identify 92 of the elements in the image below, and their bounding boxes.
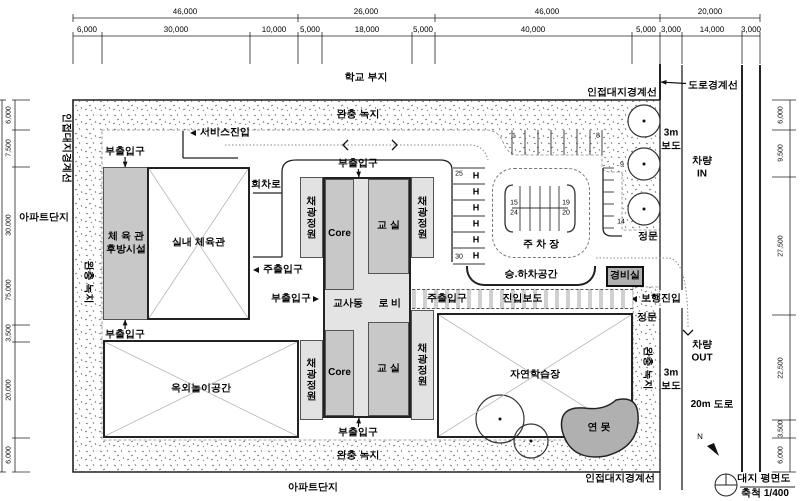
room-label: Core (328, 228, 351, 241)
site-label: 3m 보도 (660, 368, 682, 392)
school-building (323, 177, 411, 418)
site-label: 아파트단지 (19, 213, 69, 223)
accessible-stall-mark: H (472, 220, 480, 228)
room-label: 승.하차공간 (504, 268, 558, 282)
site-label: 정문 (638, 232, 658, 242)
site-label: 3m 보도 (660, 128, 682, 152)
dimension-value: 5,000 (300, 26, 320, 34)
site-label: 보행진입 (641, 294, 681, 304)
dimension-value: 5,000 (412, 26, 434, 34)
dimension-value: 46,000 (172, 8, 198, 16)
accessible-stall-mark: H (472, 188, 480, 196)
dimension-value: 40,000 (520, 26, 546, 34)
dimension-value: 18,000 (354, 26, 380, 34)
site-label: 아파트단지 (288, 483, 338, 493)
entrance-label: 부출입구 (105, 146, 145, 157)
room-label: 채광정원 (306, 358, 316, 402)
room-label: 교 실 (377, 220, 400, 233)
site-label: 차량 IN (692, 156, 712, 180)
arrow (356, 417, 361, 428)
site-label: 완충 녹지 (336, 451, 380, 461)
accessible-stall-mark: H (472, 236, 480, 244)
support-facility-box (103, 167, 149, 320)
arrow (356, 168, 361, 178)
light-court-box (411, 177, 434, 258)
boundary-note: 도로경계선 (686, 77, 740, 93)
dimension-value: 6,000 (76, 26, 98, 34)
site-label: 완충 녹지 (336, 110, 380, 120)
arrow (122, 157, 128, 168)
site-label: 학교 부지 (344, 73, 388, 83)
core-box (325, 330, 354, 416)
dimension-value: 46,000 (534, 8, 560, 16)
room-label: 주 차 장 (523, 238, 559, 251)
classroom-box (368, 179, 409, 274)
room-label: 자연학습장 (510, 369, 560, 382)
room-label: 교 실 (377, 362, 400, 376)
dimension-value: 20,000 (698, 8, 722, 16)
room-label: 교사동 (332, 298, 363, 310)
parking-area (492, 168, 590, 258)
site-label: 인접대지경계선 (585, 474, 655, 484)
site-label: 부출입구 (271, 294, 311, 304)
room-label: 실내 체육관 (172, 237, 225, 250)
room-label: 체 육 관 후방시설 (105, 231, 147, 256)
site-label: 정문 (637, 313, 657, 323)
walkway-label: 진입보도 (502, 292, 542, 306)
site-label: 20m 도로 (690, 400, 734, 410)
play-area-box (103, 340, 299, 438)
entrance-label: 부출입구 (338, 158, 378, 169)
dimension-value: 30,000 (164, 26, 188, 34)
dimension-value: 14,000 (700, 26, 724, 34)
site-label: 회차로 (251, 180, 281, 190)
dimension-value: 5,000 (636, 26, 656, 34)
gymnasium-box (147, 167, 250, 320)
site-label: 주출입구 (427, 294, 467, 304)
arrow (660, 80, 686, 85)
dimension-value: 26,000 (354, 8, 378, 16)
classroom-box (368, 322, 409, 416)
site-label: 차량 OUT (692, 340, 712, 364)
guardhouse-box (606, 266, 644, 287)
entry-walkway (412, 289, 633, 309)
entrance-label: 부출입구 (338, 427, 378, 438)
site-label: 인접대지경계선 (61, 113, 71, 183)
light-court-box (411, 310, 434, 420)
arrow (122, 319, 128, 329)
site-label: 완충 녹지 (642, 346, 652, 390)
accessible-stall-mark: H (472, 204, 480, 212)
drawing-title: 대지 평면도 (738, 474, 790, 484)
room-label: 연 못 (588, 422, 610, 434)
core-box (325, 179, 354, 290)
site-label: 축척 1/400 (741, 489, 789, 499)
room-label: 경비실 (610, 270, 640, 283)
site-label: 인접대지경계선 (587, 88, 657, 98)
accessible-stall-mark: H (472, 252, 480, 260)
site-label: 서비스진입 (200, 128, 250, 138)
dimension-value: N (697, 433, 703, 441)
room-label: 옥외놀이공간 (171, 382, 231, 396)
room-label: Core (328, 366, 351, 380)
accessible-stall-mark: H (472, 172, 480, 180)
drop-off-area (466, 266, 596, 286)
site-label: 주출입구 (263, 265, 303, 275)
room-label: 채광정원 (306, 196, 316, 240)
light-court-box (300, 177, 323, 258)
dimension-value: 10,000 (262, 26, 286, 34)
entrance-label: 부출입구 (105, 329, 145, 340)
room-label: 채광정원 (418, 343, 428, 387)
dimension-value: 3,000 (740, 26, 762, 34)
room-label: 로 비 (378, 298, 402, 310)
dimension-value: 3,000 (660, 26, 682, 34)
room-label: 채광정원 (418, 196, 428, 240)
road-boundary-line (659, 64, 661, 100)
light-court-box (300, 340, 323, 420)
